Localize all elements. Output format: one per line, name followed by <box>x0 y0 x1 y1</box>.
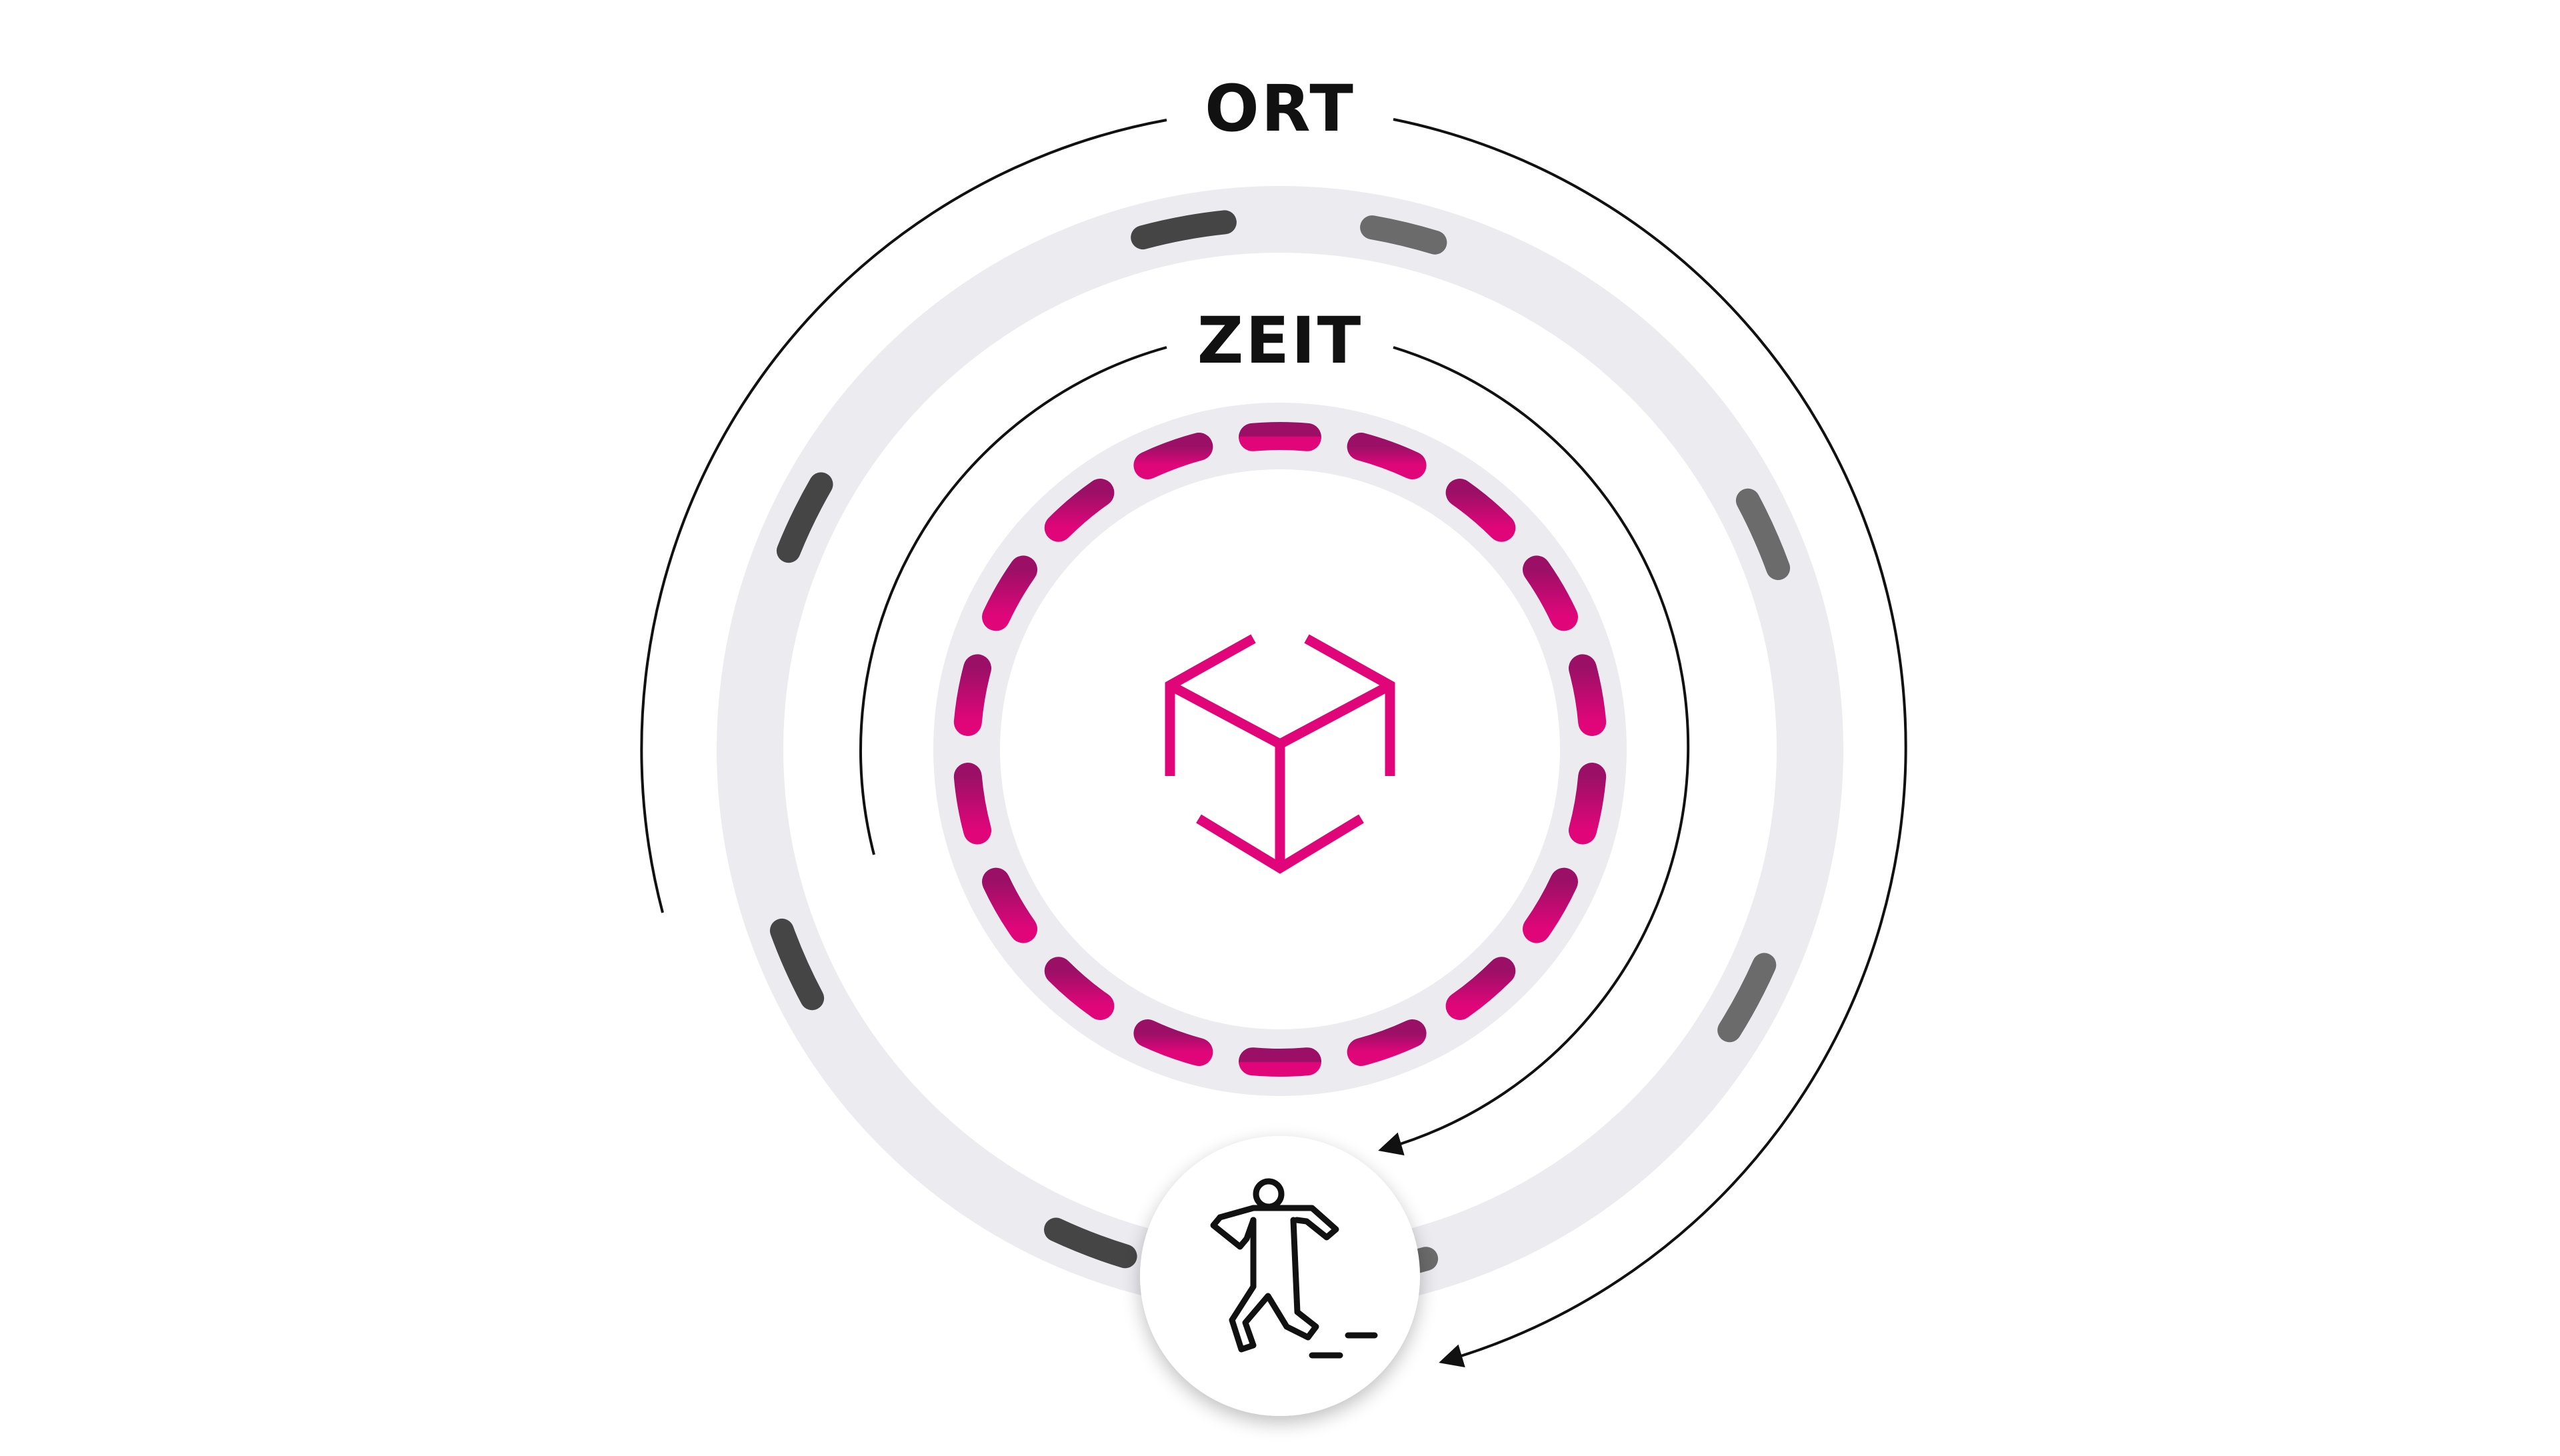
inner-dash <box>1445 479 1516 542</box>
inner-dash <box>1347 1019 1427 1066</box>
outer-dash <box>1360 215 1447 255</box>
outer-arc-arrow <box>1393 118 1907 1368</box>
person-circle <box>1140 1136 1420 1416</box>
outer-dash <box>1717 953 1777 1043</box>
outer-dash <box>769 918 825 1011</box>
outer-dash <box>1044 1217 1137 1269</box>
inner-dash <box>1569 654 1607 736</box>
zeit-label: ZEIT <box>1197 303 1363 378</box>
outer-arc-left <box>640 119 1167 913</box>
outer-dash <box>1735 488 1791 581</box>
inner-dash <box>1239 1047 1321 1077</box>
inner-dash <box>1133 1019 1213 1066</box>
inner-dash <box>982 867 1037 943</box>
outer-dash <box>776 472 833 563</box>
inner-dash <box>1044 479 1115 542</box>
inner-dash <box>1347 433 1427 479</box>
inner-dash <box>953 763 991 845</box>
inner-dash <box>982 555 1037 631</box>
inner-dash <box>1044 957 1115 1020</box>
inner-dash-group <box>953 422 1607 1077</box>
inner-dash <box>953 654 991 736</box>
outer-dash <box>1131 210 1237 250</box>
ort-label: ORT <box>1205 71 1355 146</box>
inner-arc-left <box>859 346 1167 855</box>
inner-dash <box>1569 763 1607 845</box>
inner-dash <box>1239 422 1321 451</box>
inner-dash <box>1445 957 1516 1020</box>
inner-dash <box>1133 433 1213 479</box>
person-stepping-icon <box>1210 1178 1378 1359</box>
inner-arc-arrow <box>1378 346 1690 1156</box>
inner-dash <box>1523 867 1578 943</box>
open-box-icon <box>1165 634 1395 874</box>
inner-dash <box>1523 555 1578 631</box>
